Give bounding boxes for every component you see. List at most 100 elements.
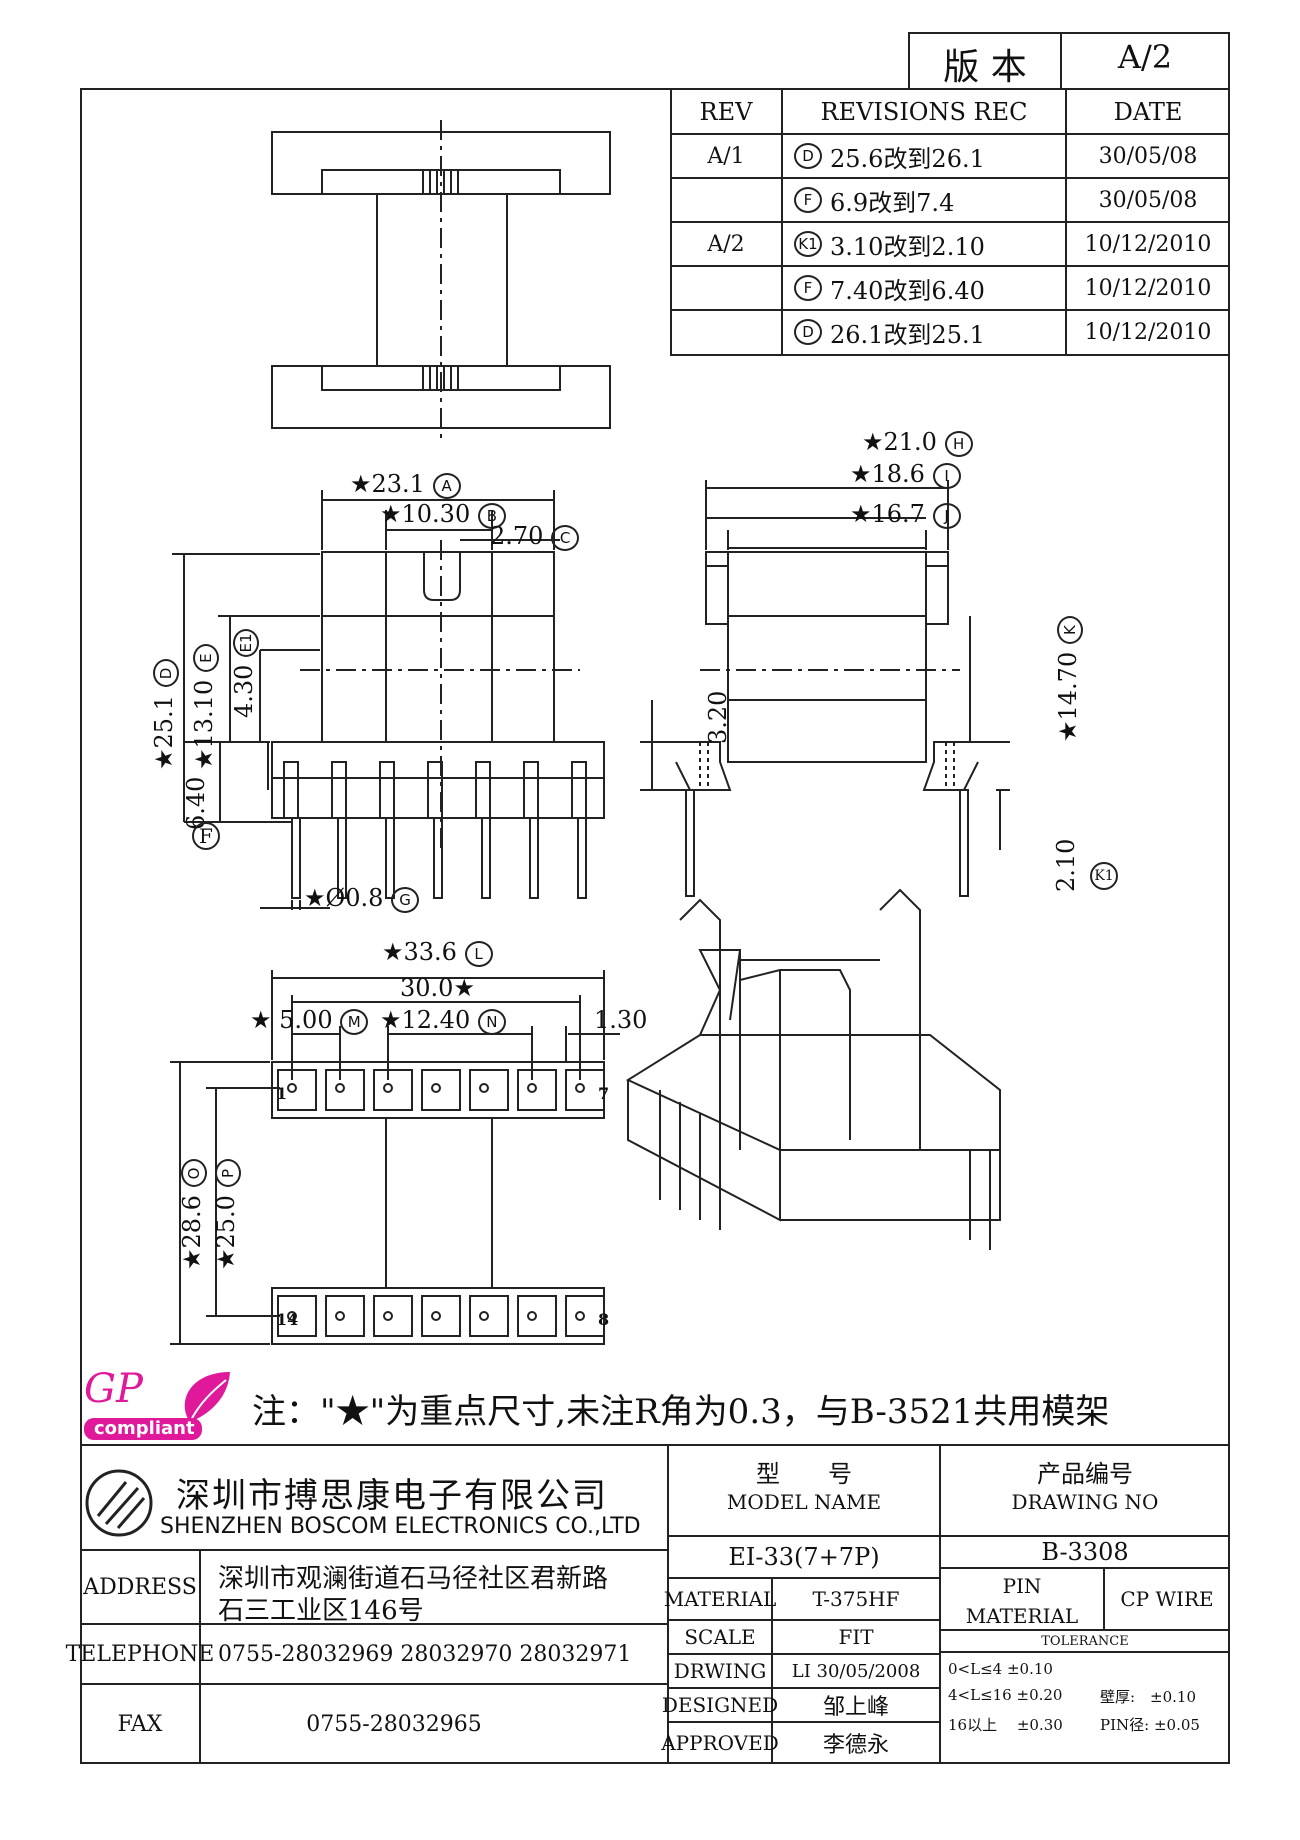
revision-text-cell: D 25.6改到26.1 xyxy=(786,134,1066,178)
dim-b: ★10.30 B xyxy=(380,500,506,529)
mark-b-icon: B xyxy=(477,502,506,529)
pin-material-label-1: PIN xyxy=(1002,1574,1042,1598)
gp-leaf-icon xyxy=(84,1372,230,1440)
version-value: A/2 xyxy=(1117,38,1173,76)
isometric-view xyxy=(625,888,1001,1250)
approved-label: APPROVED xyxy=(661,1731,779,1755)
revision-mark-icon: D xyxy=(794,143,822,169)
top-view-bobbin xyxy=(271,120,611,442)
rev-cell: A/1 xyxy=(707,143,745,169)
dim-30: 30.0★ xyxy=(400,974,475,1002)
mark-o-icon: O xyxy=(180,1159,207,1188)
telephone-label: TELEPHONE xyxy=(65,1641,215,1667)
drawing-by-label: DRWING xyxy=(673,1659,767,1683)
dim-i: ★18.6 I xyxy=(850,460,961,489)
model-value: EI-33(7+7P) xyxy=(728,1543,880,1571)
dim-k1: 2.10 xyxy=(1052,838,1080,892)
drawing-by-value: LI 30/05/2008 xyxy=(791,1660,921,1682)
revision-text: 7.40改到6.40 xyxy=(830,276,985,305)
pin-diameter: PIN径: ±0.05 xyxy=(1100,1716,1200,1734)
dim-p: ★25.0 P xyxy=(212,1159,241,1270)
revision-text: 25.6改到26.1 xyxy=(830,144,985,173)
revision-date-cell: 10/12/2010 xyxy=(1084,319,1212,345)
model-name-en: MODEL NAME xyxy=(726,1490,882,1514)
tolerance-2: 4<L≤16 ±0.20 xyxy=(948,1686,1063,1704)
tolerance-label: TOLERANCE xyxy=(1041,1633,1129,1649)
dim-320: 3.20 xyxy=(704,690,732,744)
rev-cell: A/2 xyxy=(707,231,745,257)
revision-mark-icon: D xyxy=(794,319,822,345)
pin-label-1: 1 xyxy=(276,1084,288,1103)
front-pins xyxy=(283,761,587,899)
dim-j: ★16.7 J xyxy=(850,500,961,529)
revision-text-cell: D 26.1改到25.1 xyxy=(786,310,1066,354)
dim-c: 2.70 C xyxy=(490,522,580,551)
design-note: 注："★"为重点尺寸,未注R角为0.3，与B-3521共用模架 xyxy=(252,1392,1110,1432)
revision-date-cell: 10/12/2010 xyxy=(1084,231,1212,257)
address-line-2: 石三工业区146号 xyxy=(218,1596,424,1626)
designed-value: 邹上峰 xyxy=(822,1695,889,1720)
front-view xyxy=(172,490,605,910)
mark-j-icon: J xyxy=(932,502,961,529)
revision-mark-icon: F xyxy=(794,275,822,301)
revision-mark-icon: K1 xyxy=(794,231,822,257)
revision-text: 6.9改到7.4 xyxy=(830,188,955,217)
dim-130: 1.30 xyxy=(594,1006,648,1034)
address-line-1: 深圳市观澜街道石马径社区君新路 xyxy=(218,1564,609,1594)
mark-i-icon: I xyxy=(932,462,961,489)
fax-value: 0755-28032965 xyxy=(306,1711,482,1737)
pin-label-7: 7 xyxy=(598,1084,610,1103)
technical-drawing xyxy=(170,120,1010,1345)
drawing-no-cn: 产品编号 xyxy=(1037,1460,1133,1488)
revision-date-cell: 10/12/2010 xyxy=(1084,275,1212,301)
revision-text: 3.10改到2.10 xyxy=(830,232,985,261)
mark-a-icon: A xyxy=(432,472,461,499)
compliant-text: compliant xyxy=(94,1418,195,1439)
pin-material-label-2: MATERIAL xyxy=(965,1604,1079,1628)
revision-text: 26.1改到25.1 xyxy=(830,320,985,349)
telephone-value: 0755-28032969 28032970 28032971 xyxy=(218,1641,632,1667)
bottom-view xyxy=(170,970,620,1345)
revision-text-cell: F 6.9改到7.4 xyxy=(786,178,1066,222)
revision-date-cell: 30/05/08 xyxy=(1098,187,1198,213)
date-header: DATE xyxy=(1113,98,1183,126)
mark-n-icon: N xyxy=(477,1008,506,1035)
dim-k: ★14.70 K xyxy=(1054,616,1083,742)
dim-o: ★28.6 O xyxy=(178,1159,207,1270)
material-value: T-375HF xyxy=(812,1587,900,1611)
mark-h-icon: H xyxy=(944,430,973,457)
dim-a: ★23.1 A xyxy=(350,470,461,499)
rev-header: REV xyxy=(699,98,753,126)
pin-holes xyxy=(287,1083,585,1321)
dim-d: ★25.1 D xyxy=(150,659,179,770)
drawing-no-en: DRAWING NO xyxy=(1011,1490,1159,1514)
boscom-logo-icon xyxy=(84,1468,154,1542)
dim-l: ★33.6 L xyxy=(382,938,493,967)
dim-e: ★13.10 E xyxy=(190,644,219,770)
model-name-cn: 型 号 xyxy=(756,1460,852,1488)
material-label: MATERIAL xyxy=(663,1587,777,1611)
revision-mark-icon: F xyxy=(794,187,822,213)
address-label: ADDRESS xyxy=(83,1574,197,1600)
dim-m: ★ 5.00 M xyxy=(250,1006,369,1035)
fax-label: FAX xyxy=(117,1711,163,1737)
drawing-no-value: B-3308 xyxy=(1041,1538,1129,1566)
mark-k-icon: K xyxy=(1056,616,1083,645)
mark-e-icon: E xyxy=(192,644,219,673)
tolerance-3: 16以上 ±0.30 xyxy=(948,1716,1063,1734)
revision-table xyxy=(670,88,1230,356)
revision-date-cell: 30/05/08 xyxy=(1098,143,1198,169)
revision-text-cell: F 7.40改到6.40 xyxy=(786,266,1066,310)
company-name-en: SHENZHEN BOSCOM ELECTRONICS CO.,LTD xyxy=(160,1514,641,1539)
bottom-top-row-pads xyxy=(277,1069,605,1111)
side-view xyxy=(640,480,1010,897)
pin-label-8: 8 xyxy=(598,1310,610,1329)
mark-l-icon: L xyxy=(464,940,493,967)
mark-g-icon: G xyxy=(391,886,419,913)
mark-d-icon: D xyxy=(152,659,179,688)
pin-material-value: CP WIRE xyxy=(1120,1587,1214,1611)
company-name-cn: 深圳市搏思康电子有限公司 xyxy=(176,1476,608,1516)
wall-thickness: 壁厚: ±0.10 xyxy=(1100,1688,1197,1706)
scale-label: SCALE xyxy=(684,1625,756,1649)
title-block-grid xyxy=(80,1444,1230,1764)
